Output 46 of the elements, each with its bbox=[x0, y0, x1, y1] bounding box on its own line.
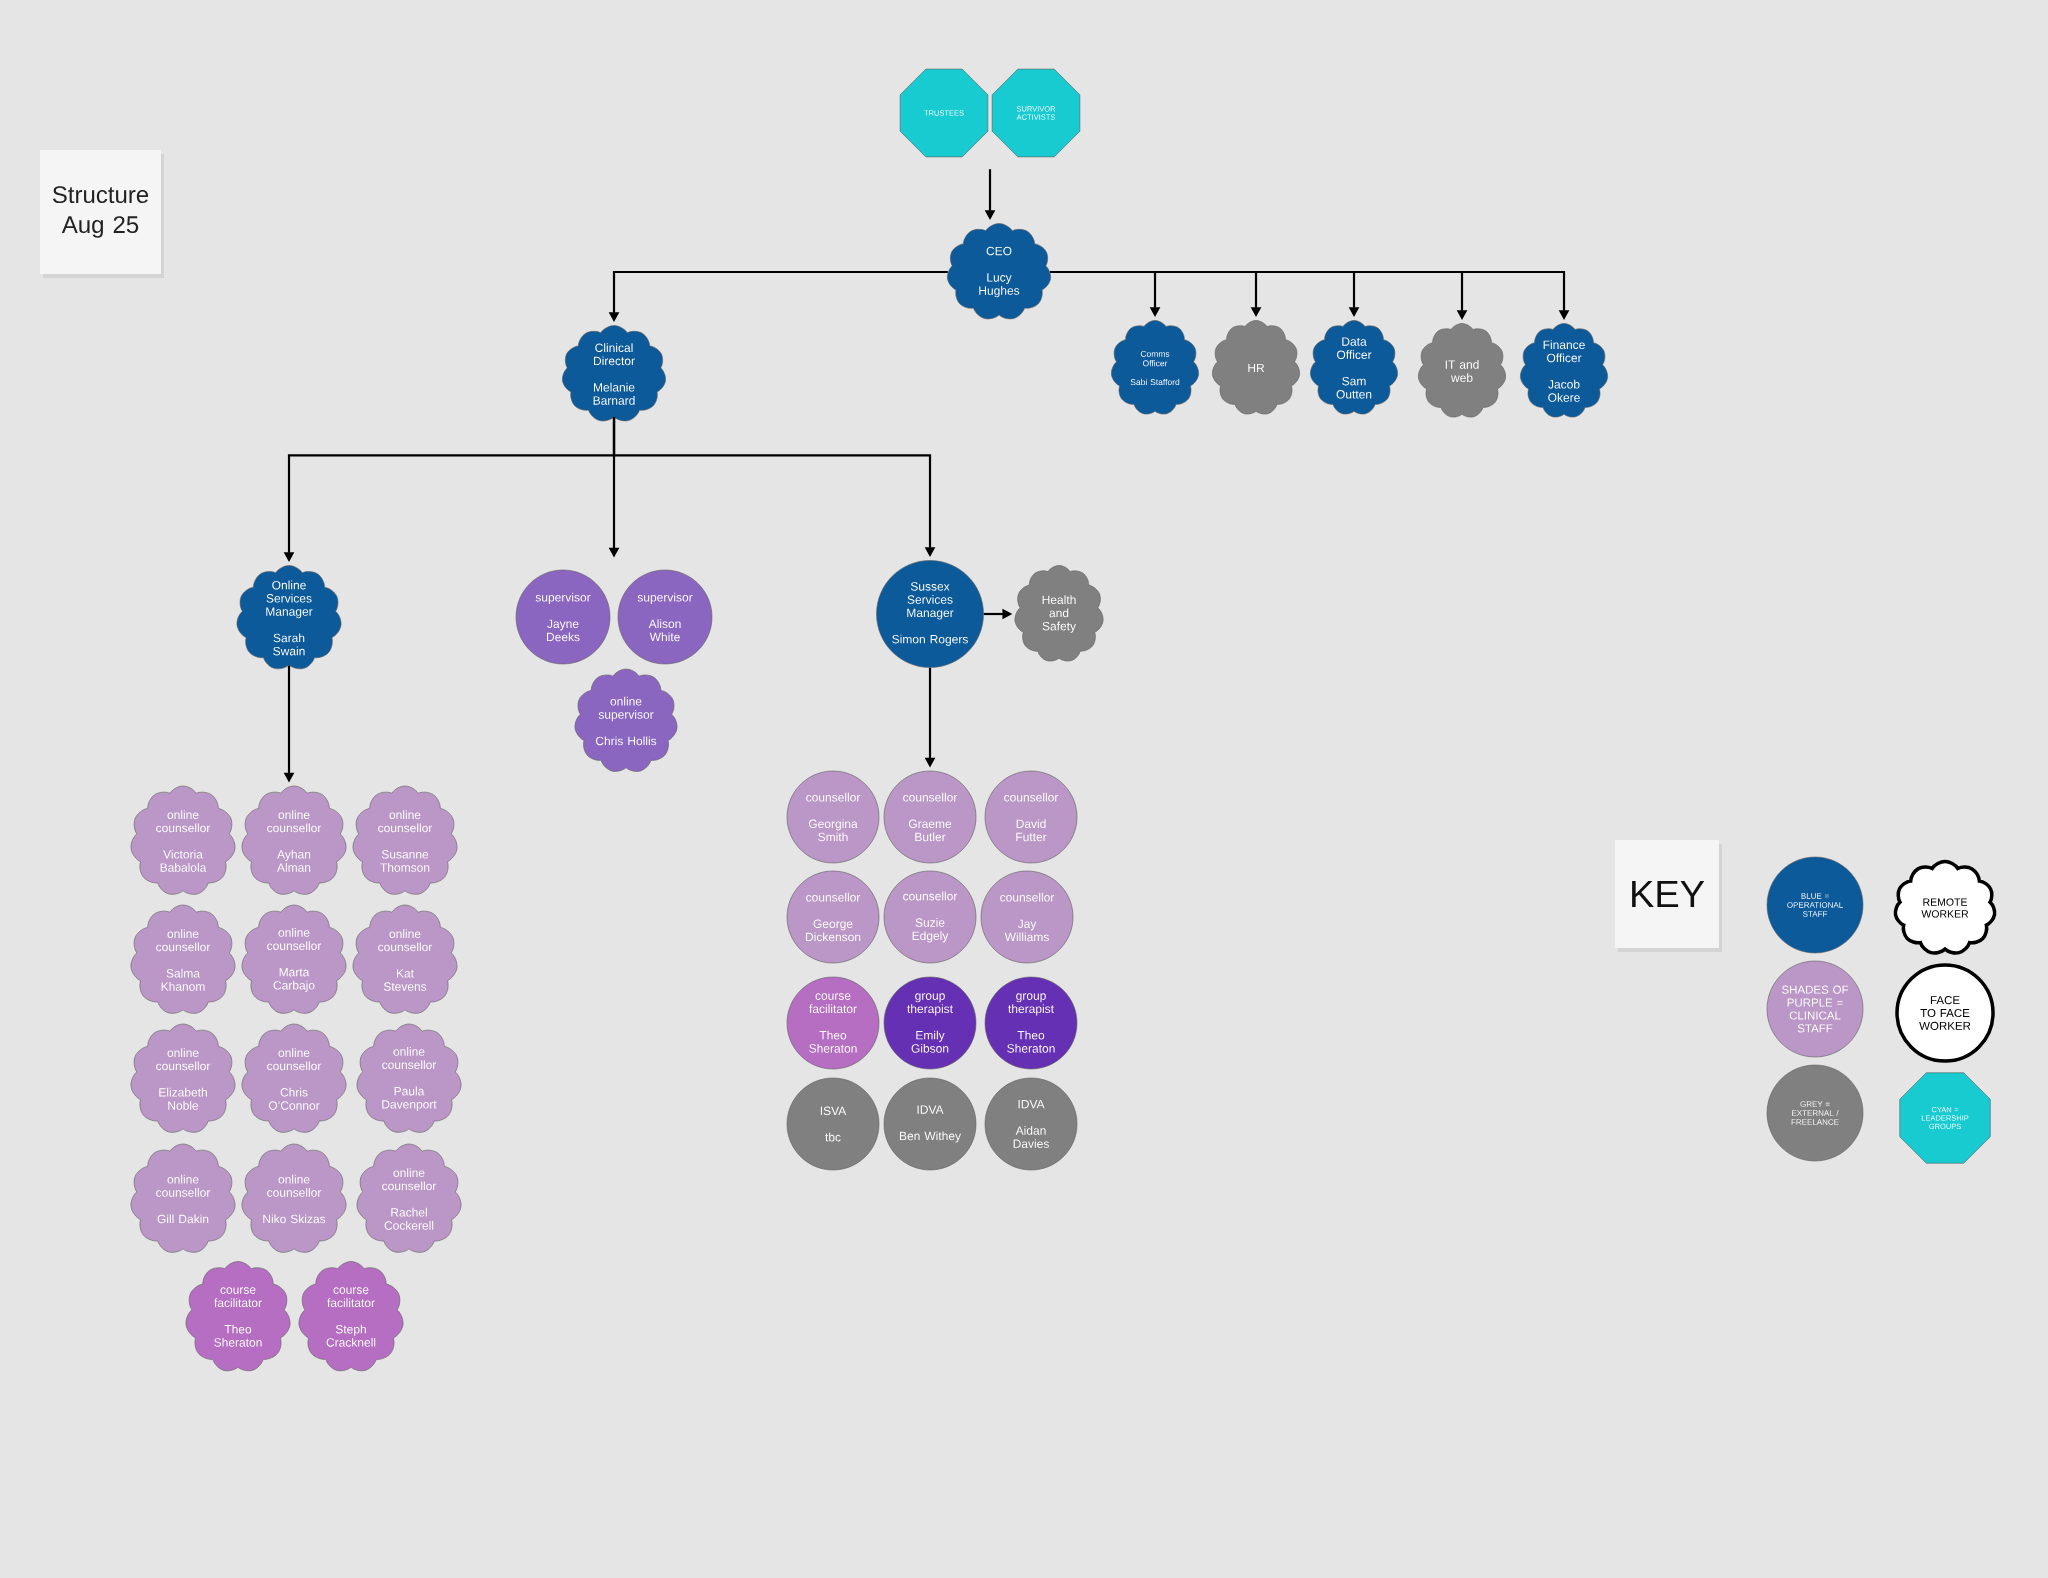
cloud-node: Online Services Manager Sarah Swain bbox=[236, 565, 342, 670]
cloud-node: online counsellor Susanne Thomson bbox=[352, 785, 458, 895]
cloud-node: Clinical Director Melanie Barnard bbox=[562, 325, 666, 422]
cloud-node: Comms Officer Sabi Stafford bbox=[1111, 320, 1199, 415]
cloud-node: online supervisor Chris Hollis bbox=[574, 668, 678, 772]
circle-node: group therapist Theo Sheraton bbox=[984, 976, 1078, 1070]
circle-node: group therapist Emily Gibson bbox=[883, 976, 977, 1070]
note-box: KEY bbox=[1615, 840, 1722, 952]
legend-text: REMOTE WORKER bbox=[1921, 898, 1969, 918]
legend-text: BLUE = OPERATIONAL STAFF bbox=[1787, 893, 1843, 917]
legend-text: SHADES OF PURPLE = CLINICAL STAFF bbox=[1782, 985, 1849, 1033]
circle-node: counsellor Suzie Edgely bbox=[883, 870, 977, 964]
circle-node: counsellor David Futter bbox=[984, 770, 1078, 864]
note-box: Structure Aug 25 bbox=[40, 150, 164, 278]
cloud-node: online counsellor Rachel Cockerell bbox=[356, 1143, 462, 1253]
cloud-node: CEO Lucy Hughes bbox=[947, 223, 1051, 320]
cloud-node: online counsellor Kat Stevens bbox=[352, 904, 458, 1014]
cloud-node: IT and web bbox=[1418, 323, 1506, 418]
circle-node: ISVA tbc bbox=[786, 1077, 880, 1171]
circle-node: supervisor Alison White bbox=[617, 569, 713, 665]
cloud-node: course facilitator Steph Cracknell bbox=[298, 1261, 404, 1372]
cloud-node: online counsellor Niko Skizas bbox=[241, 1143, 347, 1253]
circle-node: counsellor George Dickenson bbox=[786, 870, 880, 964]
circle-node: IDVA Ben Withey bbox=[883, 1077, 977, 1171]
legend-text: FACE TO FACE WORKER bbox=[1919, 996, 1971, 1030]
cloud-node: online counsellor Gill Dakin bbox=[130, 1143, 236, 1253]
circle-node: counsellor Graeme Butler bbox=[883, 770, 977, 864]
circle-node: supervisor Jayne Deeks bbox=[515, 569, 611, 665]
cloud-node: course facilitator Theo Sheraton bbox=[185, 1261, 291, 1372]
cloud-node: online counsellor Paula Davenport bbox=[356, 1023, 462, 1133]
cloud-node: online counsellor Marta Carbajo bbox=[241, 904, 347, 1014]
legend-text: GREY = EXTERNAL / FREELANCE bbox=[1791, 1101, 1839, 1125]
circle-node: counsellor Georgina Smith bbox=[786, 770, 880, 864]
cloud-node: HR bbox=[1212, 320, 1300, 415]
cloud-node: Health and Safety bbox=[1014, 565, 1104, 662]
cloud-node: Data Officer Sam Outten bbox=[1310, 320, 1398, 415]
cloud-node: online counsellor Elizabeth Noble bbox=[130, 1023, 236, 1133]
cloud-node: online counsellor Victoria Babalola bbox=[130, 785, 236, 895]
cloud-node: online counsellor Salma Khanom bbox=[130, 904, 236, 1014]
circle-node: counsellor Jay Williams bbox=[980, 870, 1074, 964]
cloud-node: online counsellor Chris O’Connor bbox=[241, 1023, 347, 1133]
cloud-node: online counsellor Ayhan Alman bbox=[241, 785, 347, 895]
circle-node: Sussex Services Manager Simon Rogers bbox=[876, 560, 984, 668]
circle-node: IDVA Aidan Davies bbox=[984, 1077, 1078, 1171]
circle-node: course facilitator Theo Sheraton bbox=[786, 976, 880, 1070]
cloud-node: Finance Officer Jacob Okere bbox=[1520, 323, 1608, 418]
